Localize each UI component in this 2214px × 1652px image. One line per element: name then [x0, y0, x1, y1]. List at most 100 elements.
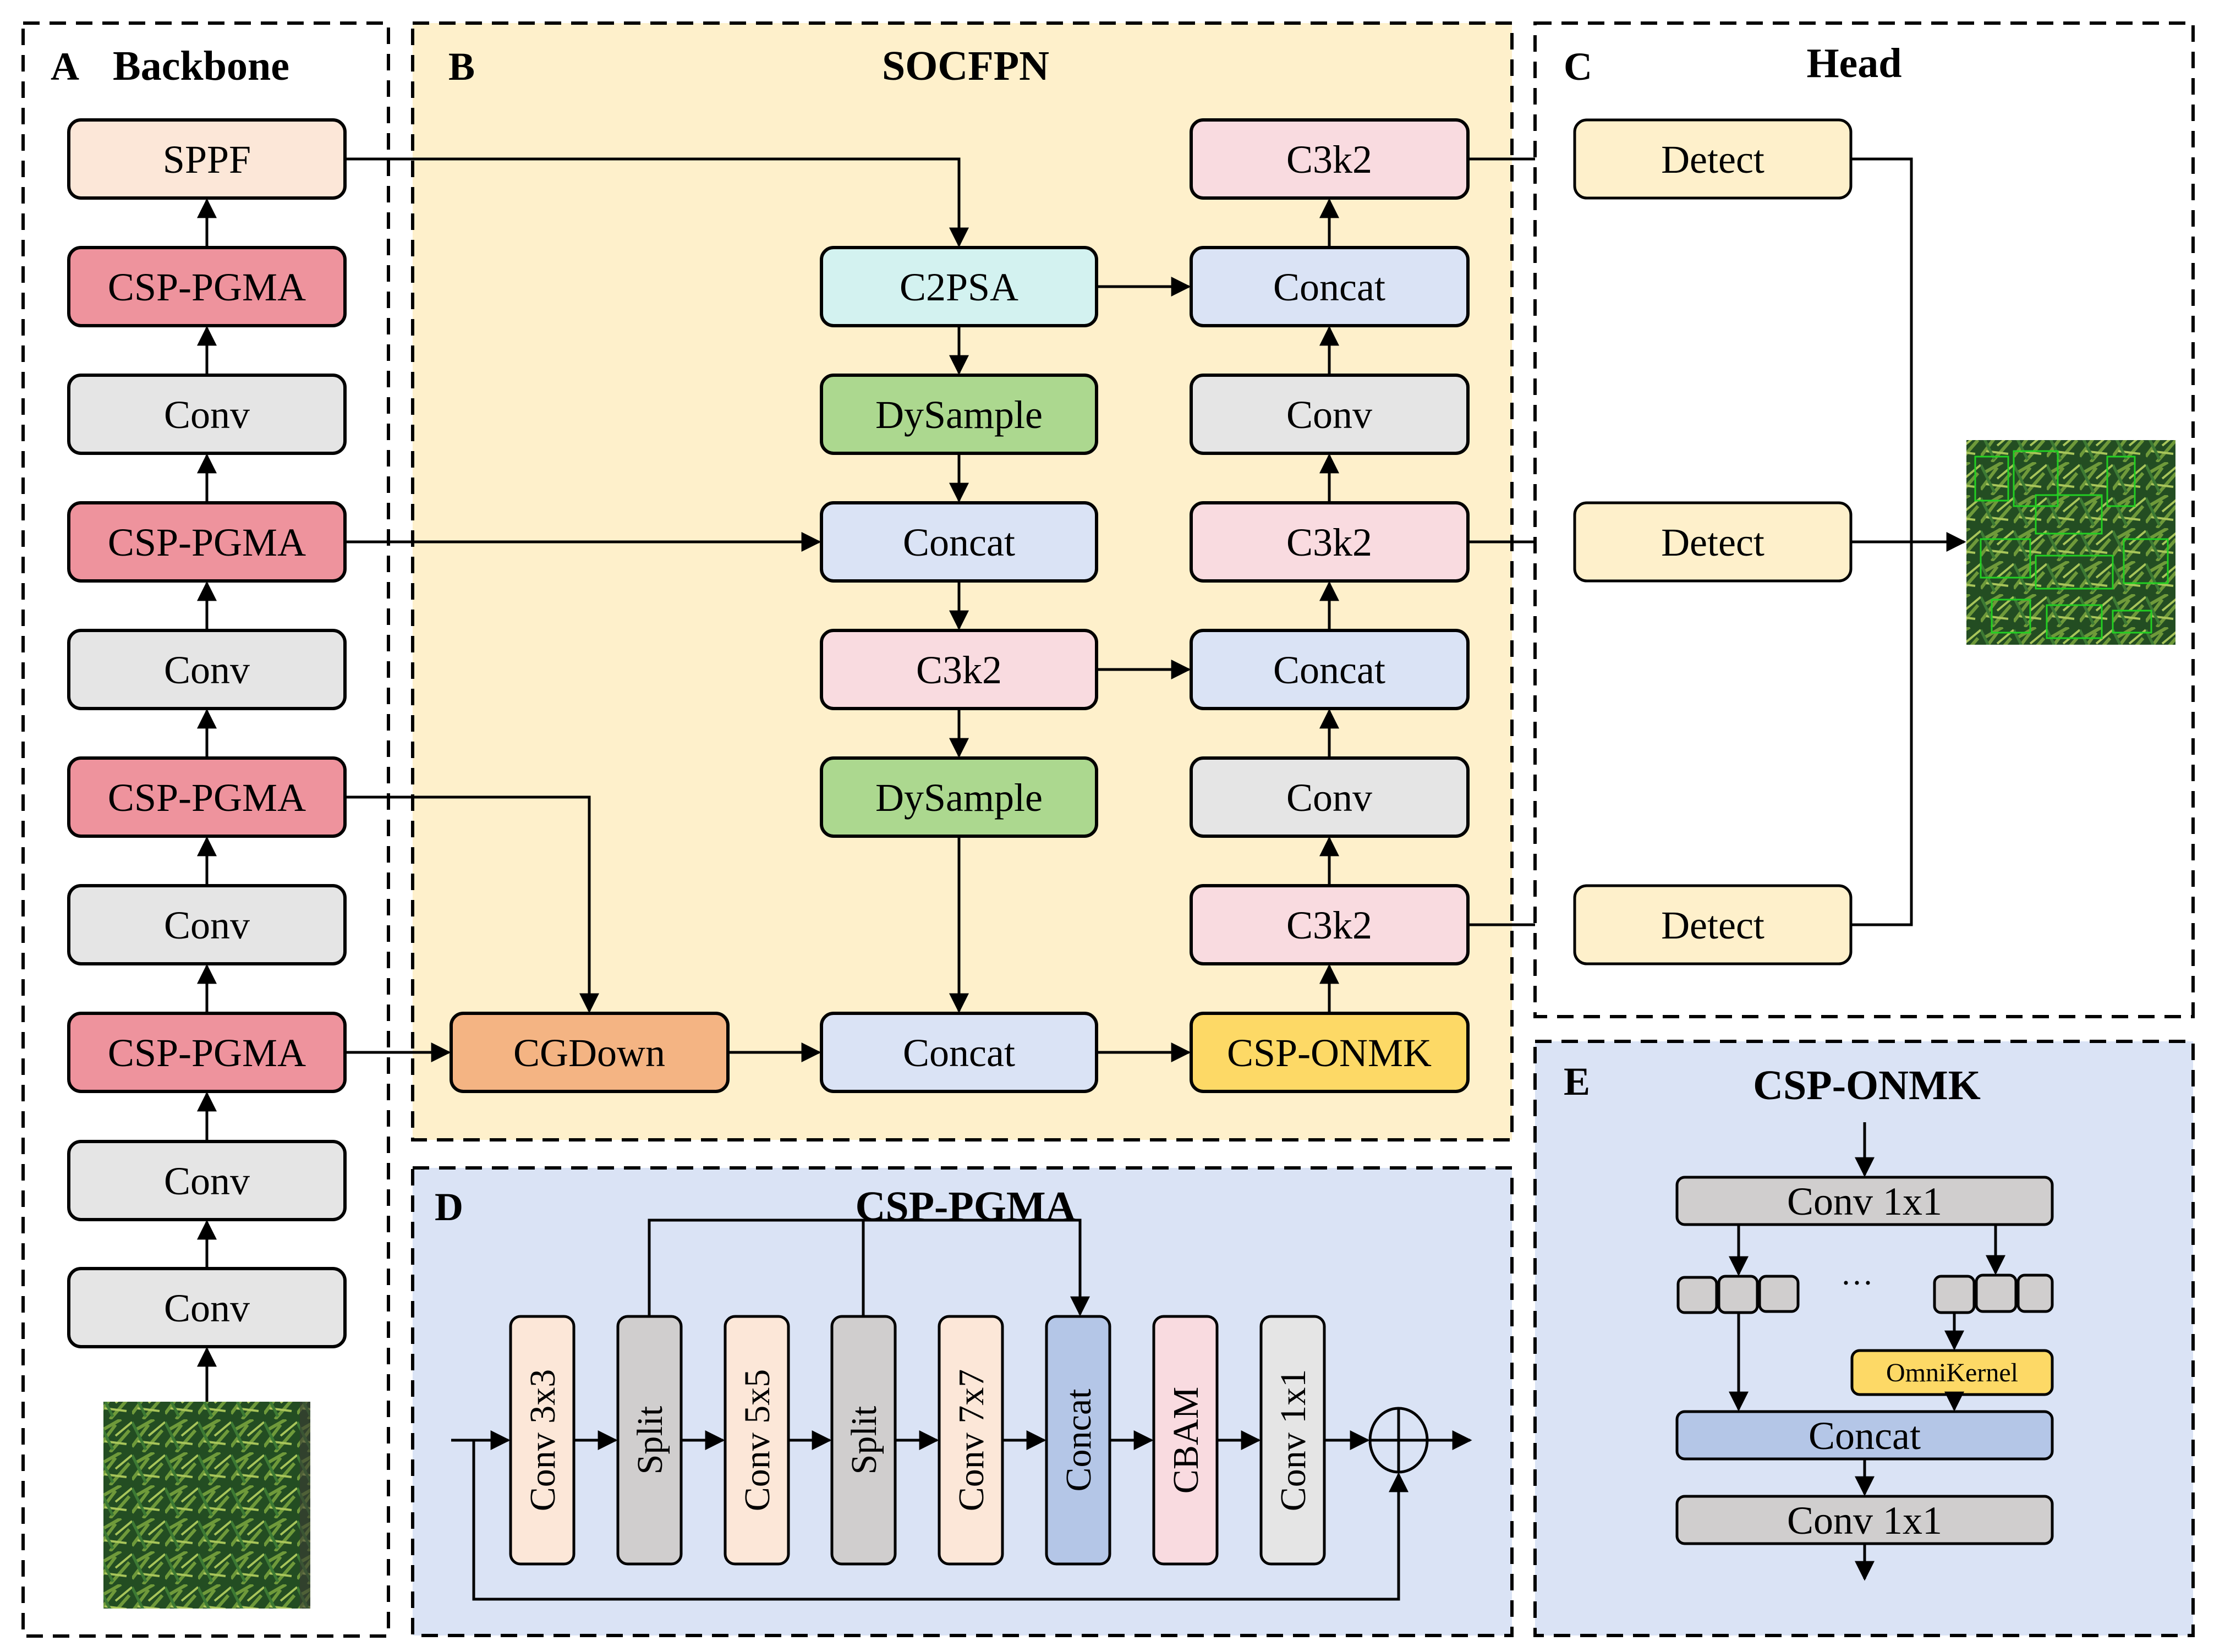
backbone-block-conv-0[interactable]: Conv — [67, 1267, 347, 1348]
backbone-block-label: SPPF — [163, 138, 251, 182]
neck-c3k2-3[interactable]: C3k2 — [1190, 501, 1470, 583]
backbone-block-label: CSP-PGMA — [108, 776, 306, 820]
pgma-conv3x3[interactable]: Conv 3x3 — [509, 1315, 576, 1566]
neck-c3k2-2[interactable]: C3k2 — [1190, 884, 1470, 965]
backbone-block-label: Conv — [164, 1159, 250, 1203]
neck-block-label: Concat — [903, 1031, 1015, 1075]
neck-block-label: C2PSA — [900, 265, 1018, 309]
onmk-block-label: OmniKernel — [1886, 1358, 2018, 1387]
neck-block-label: C3k2 — [1286, 520, 1372, 564]
backbone-block-sppf[interactable]: SPPF — [67, 118, 347, 200]
panel-c-letter: C — [1564, 45, 1592, 89]
backbone-block-conv-2[interactable]: Conv — [67, 884, 347, 965]
neck-conv-2[interactable]: Conv — [1190, 374, 1470, 455]
pgma-conv1x1[interactable]: Conv 1x1 — [1259, 1315, 1326, 1566]
detect-label: Detect — [1661, 903, 1764, 947]
head-detect-2[interactable]: Detect — [1573, 501, 1853, 583]
pgma-block-label: Split — [630, 1406, 670, 1475]
onmk-conv-top[interactable]: Conv 1x1 — [1675, 1176, 2054, 1226]
backbone-block-label: CSP-PGMA — [108, 265, 306, 309]
head-detect-3[interactable]: Detect — [1573, 884, 1853, 965]
panel-a-letter: A — [51, 45, 79, 89]
pgma-conv5x5[interactable]: Conv 5x5 — [724, 1315, 790, 1566]
onmk-omnikernel[interactable]: OmniKernel — [1850, 1349, 2054, 1396]
pgma-split-1[interactable]: Split — [616, 1315, 683, 1566]
neck-block-label: Conv — [1286, 393, 1372, 437]
neck-arrows — [345, 149, 1575, 1062]
backbone-block-label: Conv — [164, 393, 250, 437]
neck-dysample-2[interactable]: DySample — [820, 756, 1098, 838]
onmk-arrows — [1729, 1122, 2005, 1581]
pgma-block-label: Conv 7x7 — [951, 1369, 991, 1512]
pgma-cbam[interactable]: CBAM — [1152, 1315, 1219, 1566]
panel-b-letter: B — [448, 45, 475, 89]
neck-block-label: Concat — [1273, 265, 1385, 309]
backbone-block-label: Conv — [164, 1286, 250, 1330]
onmk-concat[interactable]: Concat — [1675, 1410, 2054, 1461]
pgma-block-label: Split — [844, 1406, 884, 1475]
pgma-block-label: Conv 5x5 — [737, 1369, 777, 1512]
output-detection-image — [1966, 440, 2175, 645]
backbone-block-label: CSP-PGMA — [108, 520, 306, 564]
input-image — [103, 1402, 310, 1609]
neck-c3k2-4[interactable]: C3k2 — [1190, 118, 1470, 200]
pgma-block-label: Conv 3x3 — [523, 1369, 563, 1512]
pgma-block-label: Conv 1x1 — [1273, 1369, 1313, 1512]
backbone-block-conv-1[interactable]: Conv — [67, 1140, 347, 1221]
pgma-add-node — [1368, 1407, 1429, 1474]
neck-concat-3[interactable]: Concat — [1190, 629, 1470, 710]
head-detect-1[interactable]: Detect — [1573, 118, 1853, 200]
neck-block-label: C3k2 — [916, 648, 1002, 692]
pgma-concat[interactable]: Concat — [1045, 1315, 1111, 1566]
neck-dysample-1[interactable]: DySample — [820, 374, 1098, 455]
neck-concat-1[interactable]: Concat — [820, 501, 1098, 583]
neck-block-label: DySample — [875, 393, 1043, 437]
panel-c-title: Head — [1806, 40, 1901, 86]
backbone-block-conv-4[interactable]: Conv — [67, 374, 347, 455]
pgma-split-2[interactable]: Split — [830, 1315, 897, 1566]
onmk-channel-group-right — [1933, 1274, 2054, 1314]
neck-conv-1[interactable]: Conv — [1190, 756, 1470, 838]
neck-block-label: C3k2 — [1286, 903, 1372, 947]
neck-block-label: Concat — [903, 520, 1015, 564]
onmk-block-label: Conv 1x1 — [1787, 1499, 1942, 1543]
backbone-block-label: CSP-PGMA — [108, 1031, 306, 1075]
onmk-channel-group-left — [1676, 1275, 1800, 1314]
pgma-conv7x7[interactable]: Conv 7x7 — [938, 1315, 1004, 1566]
panel-b-title: SOCFPN — [882, 43, 1049, 89]
neck-csp-onmk[interactable]: CSP-ONMK — [1190, 1012, 1470, 1093]
pgma-arrows — [451, 1219, 1472, 1601]
pgma-block-label: CBAM — [1166, 1387, 1206, 1494]
panel-d-letter: D — [435, 1185, 463, 1229]
backbone-block-csp-pgma-4[interactable]: CSP-PGMA — [67, 246, 347, 327]
onmk-block-label: Conv 1x1 — [1787, 1179, 1942, 1223]
neck-block-label: Conv — [1286, 776, 1372, 820]
onmk-ellipsis: ··· — [1840, 1265, 1873, 1301]
backbone-block-conv-3[interactable]: Conv — [67, 629, 347, 710]
panel-d-title: CSP-PGMA — [855, 1183, 1076, 1230]
panel-e-title: CSP-ONMK — [1753, 1062, 1981, 1108]
neck-c3k2-1[interactable]: C3k2 — [820, 629, 1098, 710]
backbone-block-csp-pgma-1[interactable]: CSP-PGMA — [67, 1012, 347, 1093]
neck-concat-2[interactable]: Concat — [820, 1012, 1098, 1093]
neck-block-label: DySample — [875, 776, 1043, 820]
onmk-block-label: Concat — [1809, 1414, 1921, 1458]
backbone-block-csp-pgma-3[interactable]: CSP-PGMA — [67, 501, 347, 583]
panel-e-letter: E — [1564, 1060, 1590, 1104]
neck-block-label: C3k2 — [1286, 138, 1372, 182]
pgma-block-label: Concat — [1059, 1389, 1099, 1492]
backbone-block-label: Conv — [164, 648, 250, 692]
head-arrows — [1851, 157, 1966, 926]
neck-concat-4[interactable]: Concat — [1190, 246, 1470, 327]
panel-a-title: Backbone — [113, 43, 289, 89]
neck-cgdown[interactable]: CGDown — [450, 1012, 730, 1093]
neck-c2psa[interactable]: C2PSA — [820, 246, 1098, 327]
detect-label: Detect — [1661, 138, 1764, 182]
backbone-block-label: Conv — [164, 903, 250, 947]
onmk-conv-bottom[interactable]: Conv 1x1 — [1675, 1495, 2054, 1545]
neck-block-label: Concat — [1273, 648, 1385, 692]
backbone-block-csp-pgma-2[interactable]: CSP-PGMA — [67, 756, 347, 838]
detect-label: Detect — [1661, 520, 1764, 564]
neck-block-label: CGDown — [513, 1031, 665, 1075]
